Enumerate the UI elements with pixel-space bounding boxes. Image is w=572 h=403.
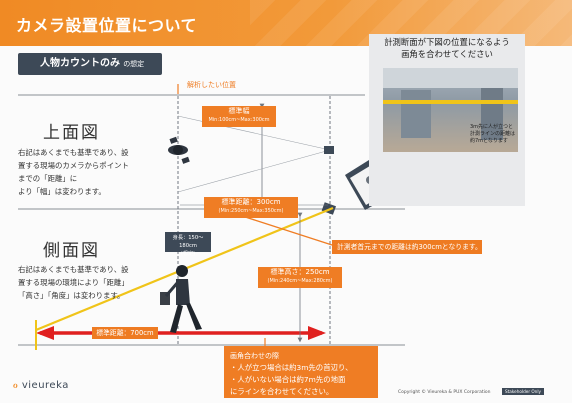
scenario-main: 人物カウントのみ <box>40 58 120 69</box>
scenario-label: 人物カウントのみ の想定 <box>18 53 162 75</box>
side-view-description: 右記はあくまでも基準であり、設 置する現場の環境により「距離」 「高さ」「角度」… <box>18 263 166 302</box>
standard-distance-box: 標準距離：300cm (Min:250cm~Max:350cm) <box>204 197 298 218</box>
calibration-note-box: 画角合わせの際 ・人が立つ場合は約3m先の首辺り、 ・人がいない場合は約7m先の… <box>224 346 378 398</box>
fov-bottom-line <box>177 149 331 193</box>
standard-height-range: (Min:240cm~Max:280cm) <box>267 278 333 284</box>
standard-height-box: 標準高さ：250cm (Min:240cm~Max:280cm) <box>258 267 342 288</box>
header-bar: カメラ設置位置について <box>0 0 572 46</box>
side-view-heading: 側面図 <box>43 241 100 261</box>
logo-mark-icon: ℴ <box>13 380 19 391</box>
person-height-note: (想定) <box>180 251 196 257</box>
floor-arrow-head-right <box>308 326 326 340</box>
analysis-position-label: 解析したい位置 <box>187 81 236 89</box>
side-text-line: 右記はあくまでも基準であり、設 <box>18 265 129 274</box>
page-title: カメラ設置位置について <box>16 16 198 35</box>
head-distance-note: 計測者首元までの距離は約300cmとなります。 <box>332 240 482 254</box>
top-text-line: 右記はあくまでも基準であり、設 <box>18 148 129 157</box>
standard-width-box: 標準幅 Min:100cm~Max:300cm <box>202 106 276 127</box>
panel-arrow-note: 3m先に人が立つと 計測ラインの距離は 約7mとなります <box>470 124 522 145</box>
calibration-note-line: にラインを合わせてください。 <box>230 387 334 396</box>
top-text-line: までの「距離」に <box>18 174 78 183</box>
bag-icon <box>160 292 170 305</box>
top-text-line: より「幅」は変わります。 <box>18 187 106 196</box>
instruction-line: 計測断面が下図の位置になるよう <box>384 37 510 47</box>
photo-ceiling <box>383 68 518 88</box>
standard-width-label: 標準幅 <box>228 107 250 115</box>
vieureka-logo: ℴ vieureka <box>13 380 69 391</box>
floor-distance-label: 標準距離：700cm <box>92 327 158 339</box>
standard-height-label: 標準高さ：250cm <box>270 268 330 276</box>
camera-view-photo <box>383 68 518 152</box>
top-camera-icon <box>324 146 334 154</box>
standard-distance-label: 標準距離：300cm <box>221 198 281 206</box>
logo-text: vieureka <box>21 380 69 391</box>
standard-width-range: Min:100cm~Max:300cm <box>208 117 270 123</box>
calibration-note-line: ・人がいない場合は約7m先の地面 <box>230 375 346 384</box>
arrow-note-line: 計測ラインの距離は <box>470 131 516 137</box>
copyright-text: Copyright © Vieureka & PUX Corporation <box>398 390 491 395</box>
standard-distance-range: (Min:250cm~Max:350cm) <box>218 208 284 214</box>
instruction-line: 画角を合わせてください <box>401 48 493 59</box>
top-view-description: 右記はあくまでも基準であり、設 置する現場のカメラからポイント までの「距離」に… <box>18 146 166 198</box>
top-text-line: 置する現場のカメラからポイント <box>18 161 129 170</box>
side-text-line: 「高さ」「角度」は変わります。 <box>18 291 125 300</box>
calibration-note-line: ・人が立つ場合は約3m先の首辺り、 <box>230 363 353 372</box>
person-height-box: 身長：150～180cm (想定) <box>165 232 211 257</box>
measurement-line <box>383 100 518 104</box>
stakeholder-badge: Stakeholder Only <box>502 388 544 395</box>
photo-pillar <box>401 90 431 138</box>
top-view-person-icon <box>168 136 190 164</box>
floor-arrow-head-left <box>36 326 54 340</box>
camera-view-instruction: 計測断面が下図の位置になるよう 画角を合わせてください <box>369 37 525 60</box>
top-view-heading: 上面図 <box>43 123 100 143</box>
calibration-note-title: 画角合わせの際 <box>230 352 279 360</box>
scenario-suffix: の想定 <box>123 60 145 68</box>
walking-person-icon <box>160 265 202 333</box>
side-text-line: 置する現場の環境により「距離」 <box>18 278 129 287</box>
person-height-label: 身長：150～180cm <box>172 235 204 249</box>
arrow-note-line: 3m先に人が立つと <box>470 124 514 130</box>
arrow-note-line: 約7mとなります <box>470 138 508 144</box>
head-distance-pointer <box>235 213 333 246</box>
